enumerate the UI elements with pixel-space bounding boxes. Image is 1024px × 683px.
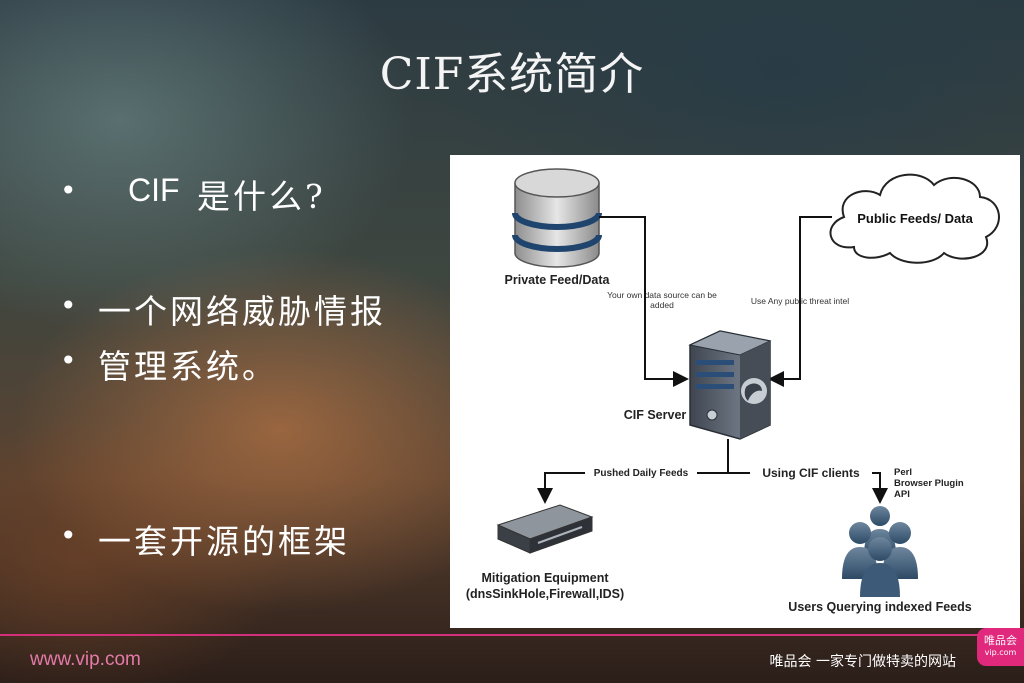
server-label: CIF Server	[624, 408, 687, 422]
private-note-line1: Your own data source can be	[607, 290, 717, 300]
vip-logo: 唯品会 vip.com	[977, 628, 1024, 666]
public-feeds-label: Public Feeds/ Data	[857, 211, 973, 226]
using-clients-label: Using CIF clients	[762, 466, 860, 480]
bullet-text: 一套开源的框架	[98, 522, 350, 561]
cif-architecture-diagram: Private Feed/Data Your own data source c…	[450, 155, 1020, 628]
pushed-label-bg	[585, 465, 697, 479]
public-to-server-arrow	[768, 216, 832, 387]
appliance-icon	[496, 504, 594, 554]
bullet-text: 管理系统。	[98, 347, 278, 386]
private-note-line2: added	[650, 300, 674, 310]
private-feed-label: Private Feed/Data	[505, 273, 611, 287]
client-api: API	[894, 489, 910, 500]
footer-url: www.vip.com	[30, 649, 141, 670]
users-label: Users Querying indexed Feeds	[788, 600, 971, 614]
client-perl: Perl	[894, 467, 912, 478]
private-to-server-arrow	[599, 216, 689, 387]
diagram-canvas: Private Feed/Data Your own data source c…	[466, 168, 1000, 614]
logo-text: 唯品会	[984, 634, 1017, 647]
cloud-icon	[829, 173, 1000, 264]
slide-title: CIF系统简介	[379, 49, 645, 100]
bullet-text: 一个网络威胁情报	[98, 292, 386, 331]
footer-slogan: 唯品会 一家专门做特卖的网站	[769, 654, 956, 670]
users-group-icon	[842, 506, 918, 597]
database-icon	[512, 168, 602, 268]
bullet-dot: •	[60, 174, 80, 207]
bullet-text: 是什么?	[197, 177, 326, 216]
logo-subtext: vip.com	[984, 648, 1017, 657]
using-clients-bg	[750, 464, 872, 480]
bullet-dot: •	[60, 519, 80, 552]
server-icon	[688, 330, 772, 440]
footer-divider	[0, 634, 985, 636]
bullet-prefix: CIF	[128, 172, 180, 208]
client-browser-plugin: Browser Plugin	[894, 478, 964, 489]
mitigation-sub-label: (dnsSinkHole,Firewall,IDS)	[466, 587, 624, 601]
bullet-dot: •	[60, 344, 80, 377]
mitigation-label: Mitigation Equipment	[481, 571, 609, 585]
pushed-label: Pushed Daily Feeds	[594, 468, 689, 479]
bullet-dot: •	[60, 289, 80, 322]
